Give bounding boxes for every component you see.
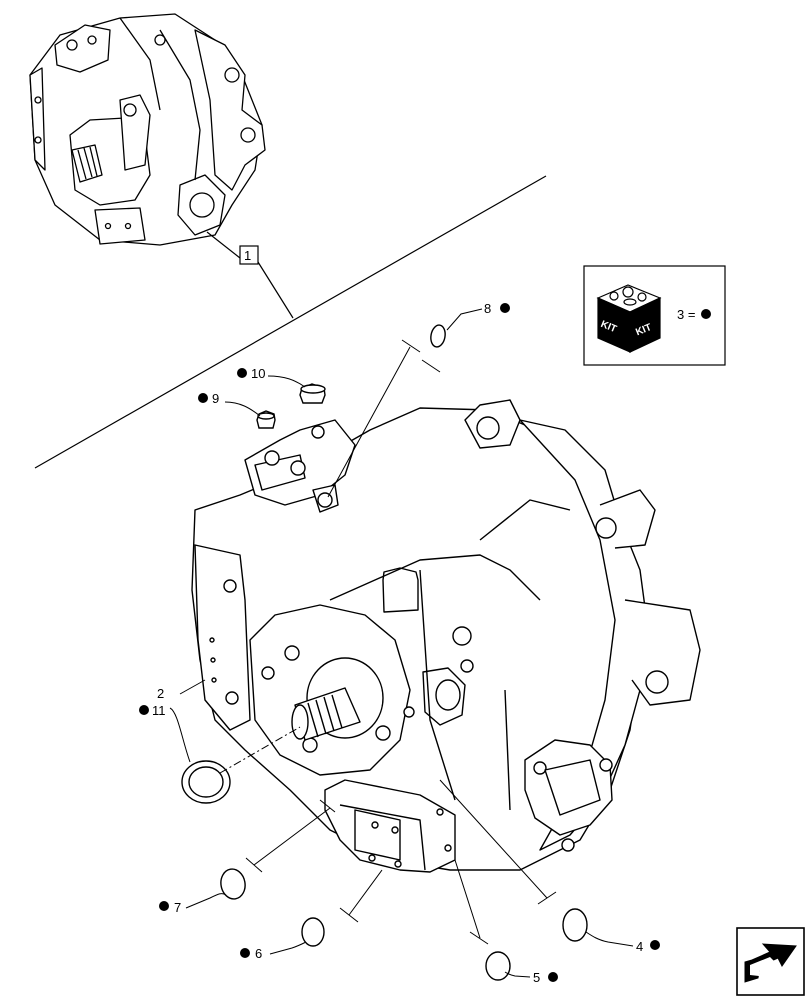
callout-labels: 8 10 9 2 11 7 6 5 4 bbox=[139, 301, 660, 985]
callout-1 bbox=[206, 231, 294, 319]
callout-2-label: 2 bbox=[157, 686, 164, 701]
o-ring-7 bbox=[220, 868, 246, 900]
callout-6-bullet bbox=[240, 948, 250, 958]
leader-lines bbox=[169, 308, 634, 978]
callout-10-label: 10 bbox=[251, 366, 265, 381]
arrow-navigation-icon[interactable] bbox=[736, 927, 805, 996]
callout-5-label: 5 bbox=[533, 970, 540, 985]
callout-5-bullet bbox=[548, 972, 558, 982]
kit-box-icon bbox=[596, 284, 662, 353]
callout-4-bullet bbox=[650, 940, 660, 950]
callout-10-bullet bbox=[237, 368, 247, 378]
callout-11-label: 11 bbox=[152, 703, 166, 718]
callout-8-bullet bbox=[500, 303, 510, 313]
loose-parts bbox=[181, 324, 588, 981]
o-ring-8 bbox=[430, 324, 446, 348]
view-divider-line bbox=[34, 175, 547, 469]
callout-1-label: 1 bbox=[244, 248, 251, 263]
callout-9-bullet bbox=[198, 393, 208, 403]
callout-6-label: 6 bbox=[255, 946, 262, 961]
callout-7-label: 7 bbox=[174, 900, 181, 915]
o-ring-5 bbox=[485, 951, 511, 981]
kit-panel: KIT KIT 3 = bbox=[583, 265, 726, 366]
pump-assembly bbox=[191, 399, 701, 873]
callout-3-bullet bbox=[701, 309, 711, 319]
callout-8-label: 8 bbox=[484, 301, 491, 316]
callout-11-bullet bbox=[139, 705, 149, 715]
o-ring-4 bbox=[562, 908, 588, 942]
callout-4-label: 4 bbox=[636, 939, 643, 954]
callout-9-label: 9 bbox=[212, 391, 219, 406]
assembly-thumbnail bbox=[29, 13, 266, 246]
callout-3-label: 3 = bbox=[677, 307, 695, 322]
o-ring-6 bbox=[301, 917, 325, 947]
callout-7-bullet bbox=[159, 901, 169, 911]
callout-1-box bbox=[239, 245, 259, 265]
